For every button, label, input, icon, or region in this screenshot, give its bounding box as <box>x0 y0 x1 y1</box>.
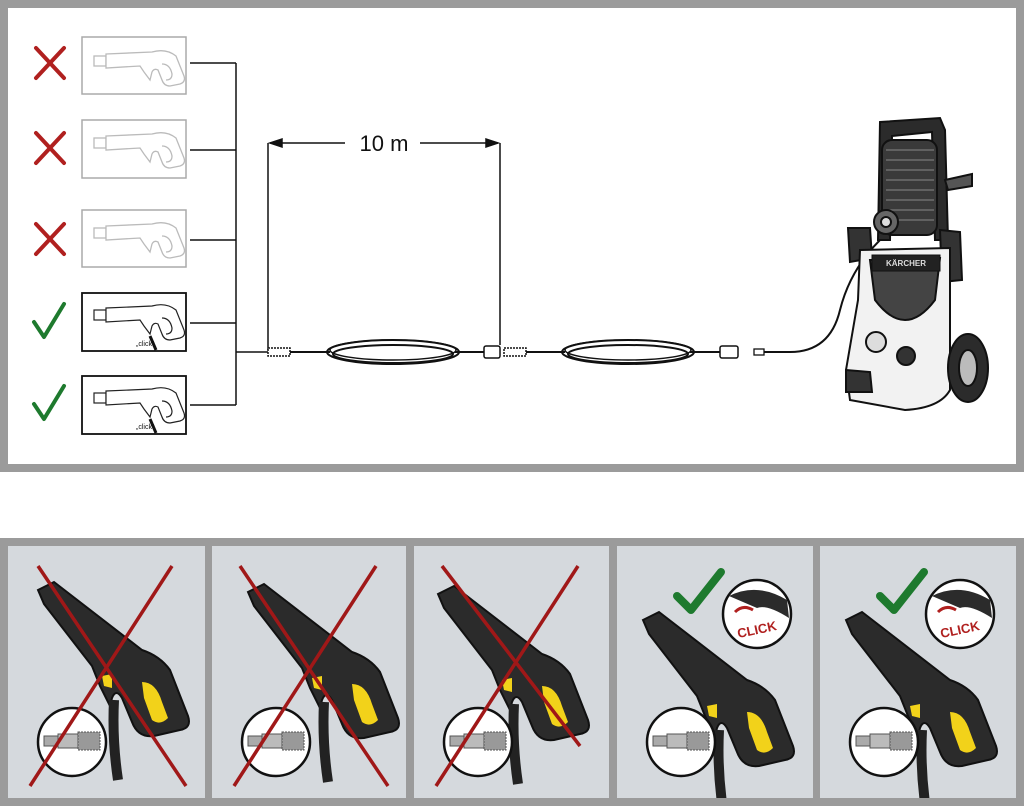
cross-icon <box>434 564 582 787</box>
panel-compatible-1: CLICK <box>617 546 813 798</box>
gun-option-4: „click“ <box>32 292 187 352</box>
cross-icon <box>232 565 390 787</box>
check-icon <box>32 302 66 339</box>
check-icon <box>32 384 66 421</box>
extension-hose <box>267 339 501 365</box>
gun-compatibility-panels: CLICK CLICK <box>0 538 1024 806</box>
panel-incompatible-2 <box>212 546 406 798</box>
gun-option-1 <box>34 36 187 95</box>
connection-diagram: „click“ „click“ 10 m <box>0 0 1024 472</box>
brand-logo: KÄRCHER <box>886 259 926 268</box>
gun-option-5: „click“ <box>32 375 187 435</box>
click-label: „click“ <box>136 424 155 431</box>
cross-icon <box>34 131 66 165</box>
high-pressure-hose <box>503 239 881 365</box>
connector-bracket <box>190 62 268 406</box>
panel-incompatible-1 <box>8 546 205 798</box>
cross-icon <box>34 222 66 256</box>
check-icon <box>876 568 928 614</box>
nozzle-inset-icon <box>848 706 920 778</box>
gun-option-3 <box>34 209 187 268</box>
check-icon <box>673 568 725 614</box>
click-label: „click“ <box>136 341 155 348</box>
cross-icon <box>34 46 66 80</box>
length-dimension <box>267 137 501 350</box>
nozzle-inset-icon <box>645 706 717 778</box>
diagram-canvas: „click“ „click“ 10 m <box>32 36 989 435</box>
panel-incompatible-3 <box>414 546 609 798</box>
cross-icon <box>28 565 188 787</box>
dimension-label: 10 m <box>360 131 409 156</box>
pressure-washer-machine: KÄRCHER <box>844 116 989 412</box>
gun-option-2 <box>34 119 187 179</box>
panel-compatible-2: CLICK <box>820 546 1016 798</box>
